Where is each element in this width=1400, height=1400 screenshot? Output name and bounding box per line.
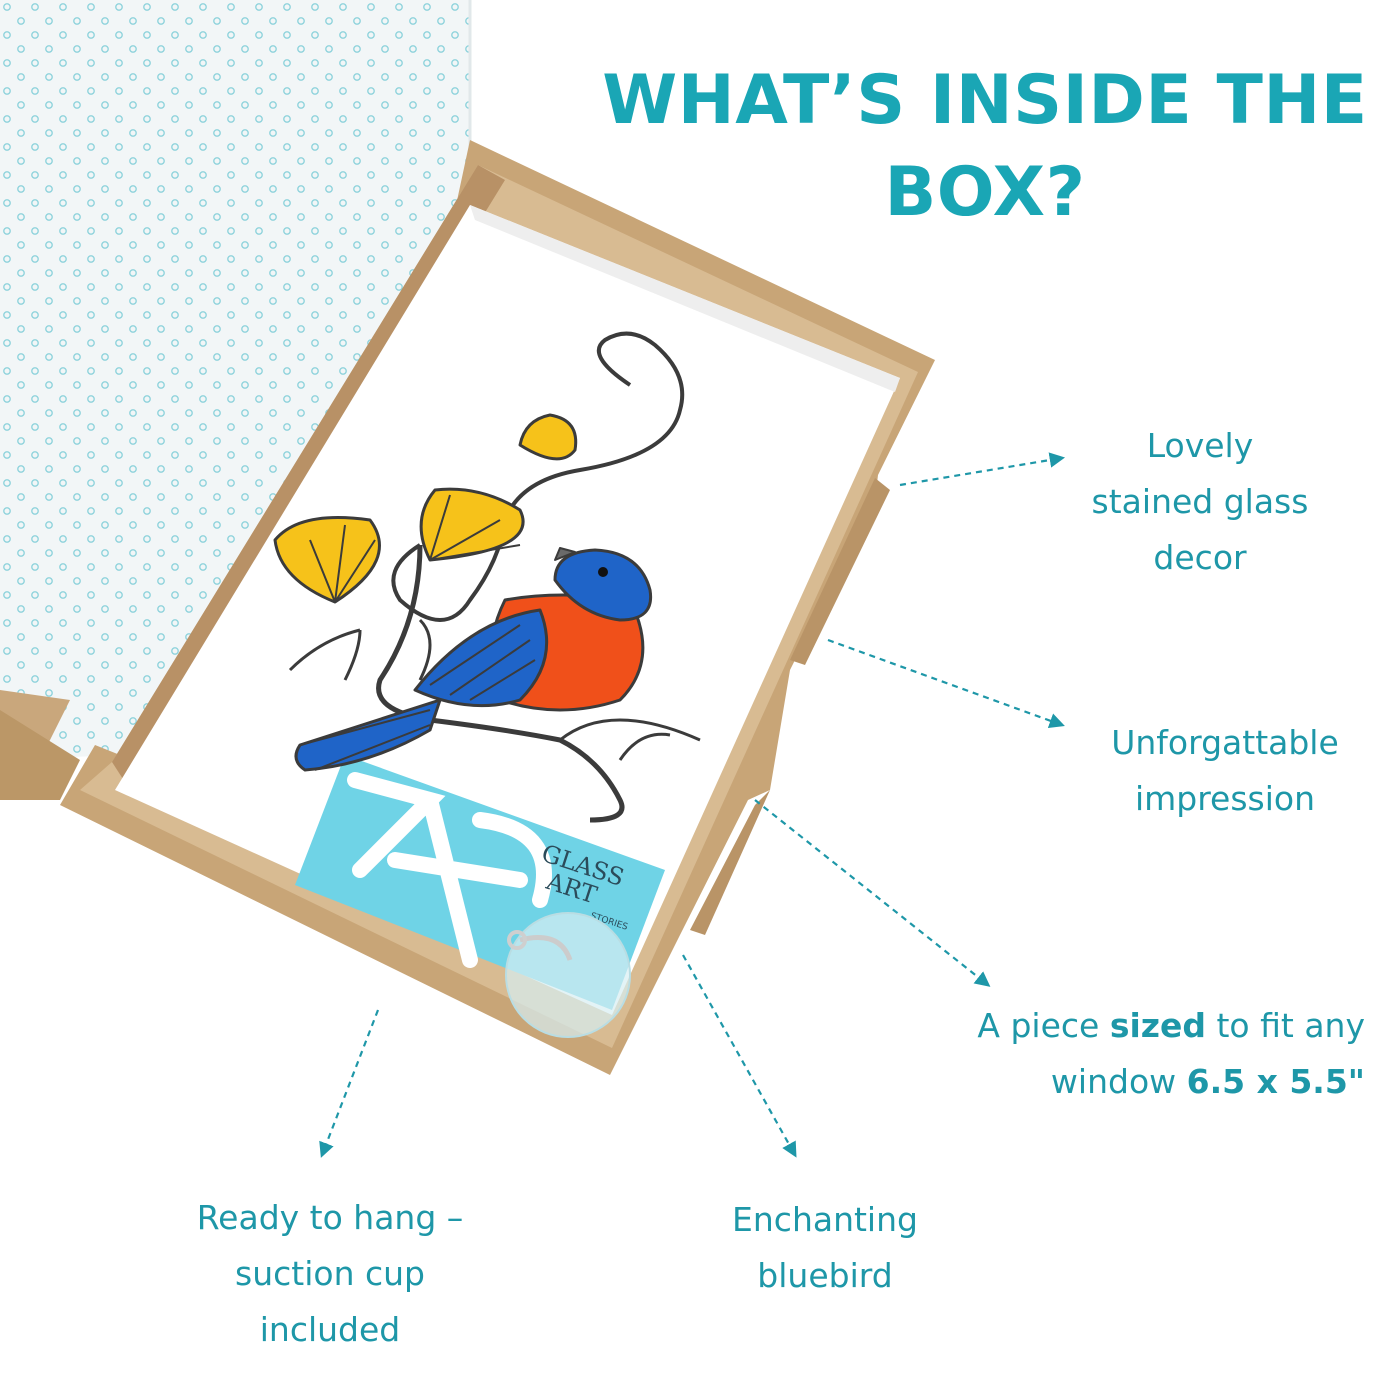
callout-size-dimensions: 6.5 x 5.5" [1186,1062,1365,1101]
callout-bluebird-line1: Enchanting [732,1200,918,1239]
arrow-decor [899,452,1066,487]
callout-size-post: to fit any [1206,1006,1365,1045]
arrow-hang [319,1009,380,1158]
callout-hang-line3: included [259,1310,401,1349]
callout-arrows [319,452,1066,1158]
callout-hang-line1: Ready to hang – [196,1198,464,1237]
callout-size-line2-pre: window [1050,1062,1187,1101]
arrow-bluebird [682,954,797,1158]
callout-size-line2: window 6.5 x 5.5" [905,1054,1365,1110]
callout-decor: Lovely stained glass decor [1040,418,1360,586]
callout-hang-line2: suction cup [235,1254,425,1293]
tissue-paper [0,0,472,760]
suction-cup [505,912,631,1038]
callout-impression-line1: Unforgattable [1111,723,1339,762]
callout-size-pre: A piece [977,1006,1110,1045]
callout-decor-line3: decor [1153,538,1247,577]
callout-decor-line2: stained glass [1091,482,1309,521]
callout-impression-line2: impression [1134,779,1316,818]
callout-size-bold: sized [1109,1006,1206,1045]
stained-glass-bluebird [273,331,701,823]
arrow-size [754,799,991,987]
callout-bluebird-line2: bluebird [757,1256,893,1295]
callout-hang: Ready to hang – suction cup included [150,1190,510,1358]
arrow-impression [827,638,1065,729]
callout-size: A piece sized to fit any window 6.5 x 5.… [905,998,1365,1110]
callout-decor-line1: Lovely [1146,426,1254,465]
page-title: WHAT’S INSIDE THE BOX? [602,61,1368,232]
callout-size-line1: A piece sized to fit any [905,998,1365,1054]
callout-impression: Unforgattable impression [1075,715,1375,827]
callout-bluebird: Enchanting bluebird [680,1192,970,1304]
